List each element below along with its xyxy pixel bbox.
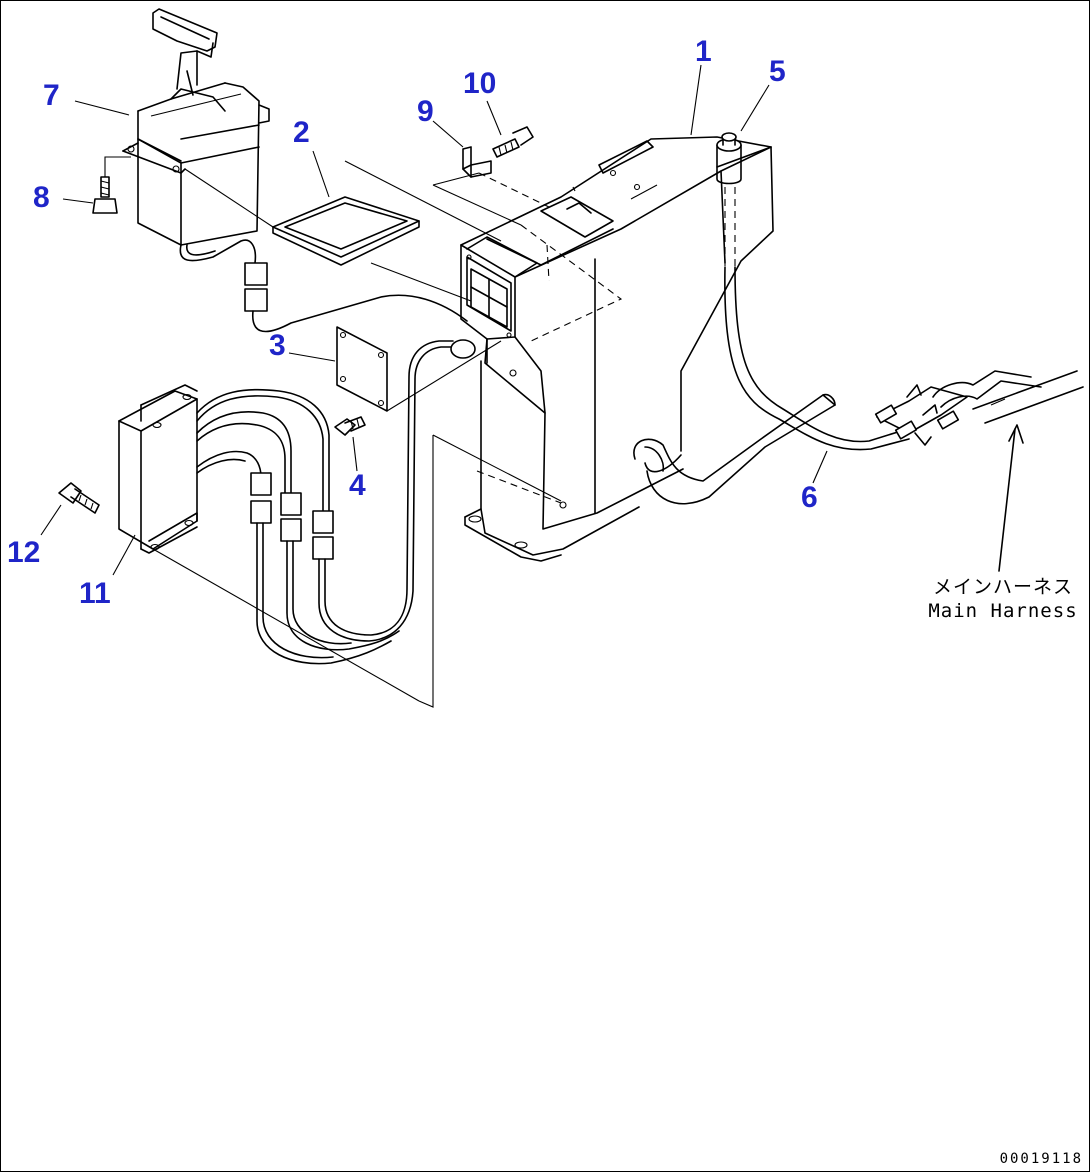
leader-lines: [40, 64, 828, 576]
main-harness-label-japanese: メインハーネス: [932, 576, 1073, 598]
bolt-10: [492, 126, 534, 158]
callout-9: 9: [417, 95, 434, 128]
bolt-12: [58, 482, 100, 514]
shift-lever-box: [122, 8, 468, 333]
cover-plate-3: [336, 326, 502, 412]
callout-8: 8: [33, 181, 50, 214]
callout-4: 4: [349, 469, 366, 502]
callout-10: 10: [463, 67, 497, 100]
main-panel-box: [460, 136, 774, 562]
gasket-plate-2: [184, 160, 502, 302]
main-harness-label: メインハーネス Main Harness: [919, 575, 1087, 623]
filler-cap-5: [716, 132, 742, 271]
bolt-8: [92, 156, 131, 214]
clip-9: [462, 146, 492, 178]
callout-6: 6: [801, 481, 818, 514]
callout-11: 11: [79, 577, 111, 610]
callout-1: 1: [695, 35, 712, 68]
callout-5: 5: [769, 55, 786, 88]
drawing-code: 00019118: [999, 1151, 1083, 1167]
callout-3: 3: [269, 329, 286, 362]
screw-4: [334, 416, 366, 436]
controller-11: [118, 339, 562, 708]
callout-7: 7: [43, 79, 60, 112]
harness-6: [633, 266, 1084, 572]
callout-12: 12: [7, 536, 41, 569]
main-harness-label-english: Main Harness: [928, 600, 1078, 622]
callout-2: 2: [293, 116, 310, 149]
